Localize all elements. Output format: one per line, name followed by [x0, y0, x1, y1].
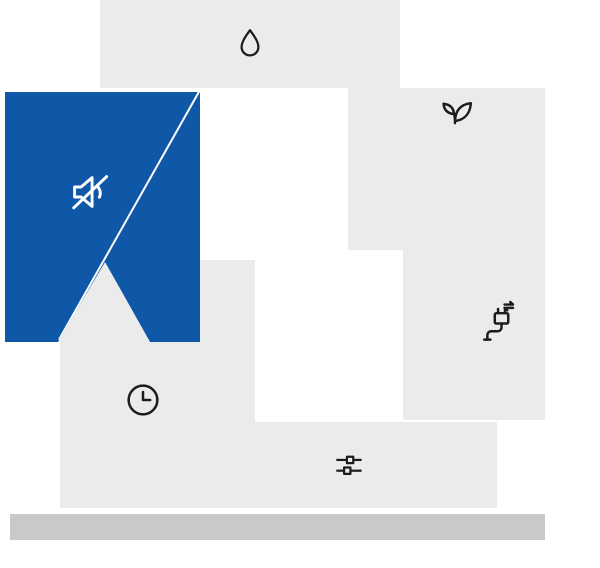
sliders-icon [330, 446, 368, 484]
tile-water [100, 0, 400, 88]
tile-power [403, 250, 545, 420]
power-swap-button[interactable] [471, 298, 519, 346]
mute-button[interactable] [64, 166, 116, 218]
plug-swap-icon [472, 299, 518, 345]
droplet-button[interactable] [100, 0, 400, 88]
eco-button[interactable] [434, 91, 478, 135]
clock-icon [123, 380, 163, 420]
leaf-icon [435, 92, 477, 134]
settings-button[interactable] [200, 422, 497, 508]
droplet-icon [232, 23, 268, 65]
volume-muted-icon [65, 167, 115, 217]
tile-settings [200, 422, 497, 508]
clock-button[interactable] [121, 378, 165, 422]
tile-eco [348, 88, 545, 250]
bottom-bar [10, 514, 545, 540]
